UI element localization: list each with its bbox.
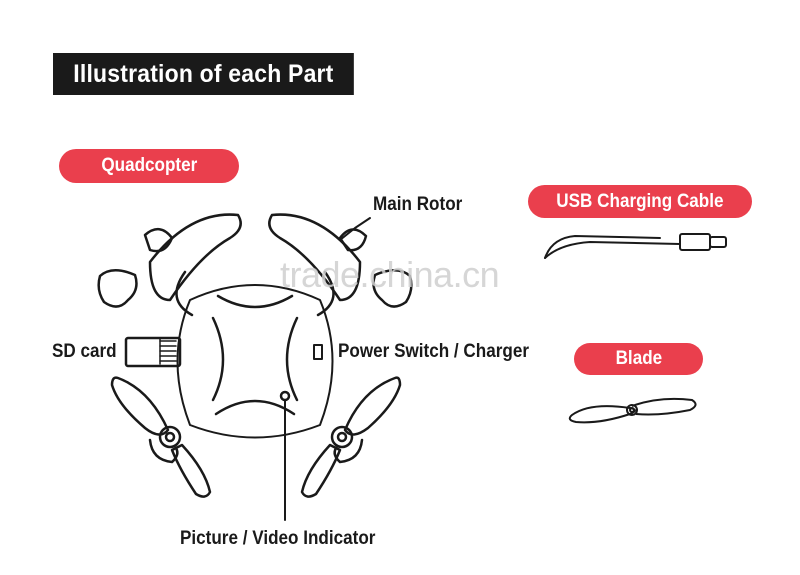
blade-bottom-right-1: [343, 376, 402, 436]
quadcopter-badge: Quadcopter: [59, 149, 239, 183]
motor-bottom-right-housing: [333, 438, 364, 464]
body-right-arc: [285, 316, 299, 402]
page-title: Illustration of each Part: [53, 53, 354, 95]
power-switch-icon: [313, 344, 323, 360]
motor-bottom-left: [158, 425, 182, 449]
motor-bottom-left-housing: [148, 438, 179, 464]
blade-bottom-left-1: [110, 376, 170, 436]
blade-top-left-1: [148, 213, 242, 302]
main-rotor-label: Main Rotor: [373, 194, 463, 215]
power-switch-label: Power Switch / Charger: [338, 341, 530, 362]
blade-bottom-right-2: [300, 443, 342, 498]
sd-card-label: SD card: [52, 341, 117, 362]
watermark-text: trade.china.cn: [280, 254, 500, 295]
blade-bottom-left-2: [170, 443, 212, 498]
blade-badge: Blade: [574, 343, 703, 375]
body-outline: [176, 284, 334, 439]
body-top-arc: [216, 294, 294, 309]
blade-top-right-2: [372, 269, 413, 308]
body-left-arc: [211, 316, 225, 402]
usb-cable-badge: USB Charging Cable: [528, 185, 752, 218]
motor-top-right: [338, 228, 368, 252]
sd-card-icon: [124, 336, 182, 368]
usb-cable-icon: [544, 233, 727, 259]
body-bottom-arc: [214, 399, 296, 416]
motor-bottom-right: [330, 425, 354, 449]
blade-icon: [568, 397, 697, 424]
arm-top-left: [175, 270, 194, 317]
motor-top-left: [143, 228, 174, 253]
indicator-light: [279, 390, 291, 402]
blade-top-right-1: [268, 213, 362, 302]
main-rotor-leader: [339, 217, 371, 241]
arm-top-right: [316, 270, 335, 317]
blade-top-left-2: [97, 269, 138, 308]
indicator-label: Picture / Video Indicator: [180, 528, 376, 549]
